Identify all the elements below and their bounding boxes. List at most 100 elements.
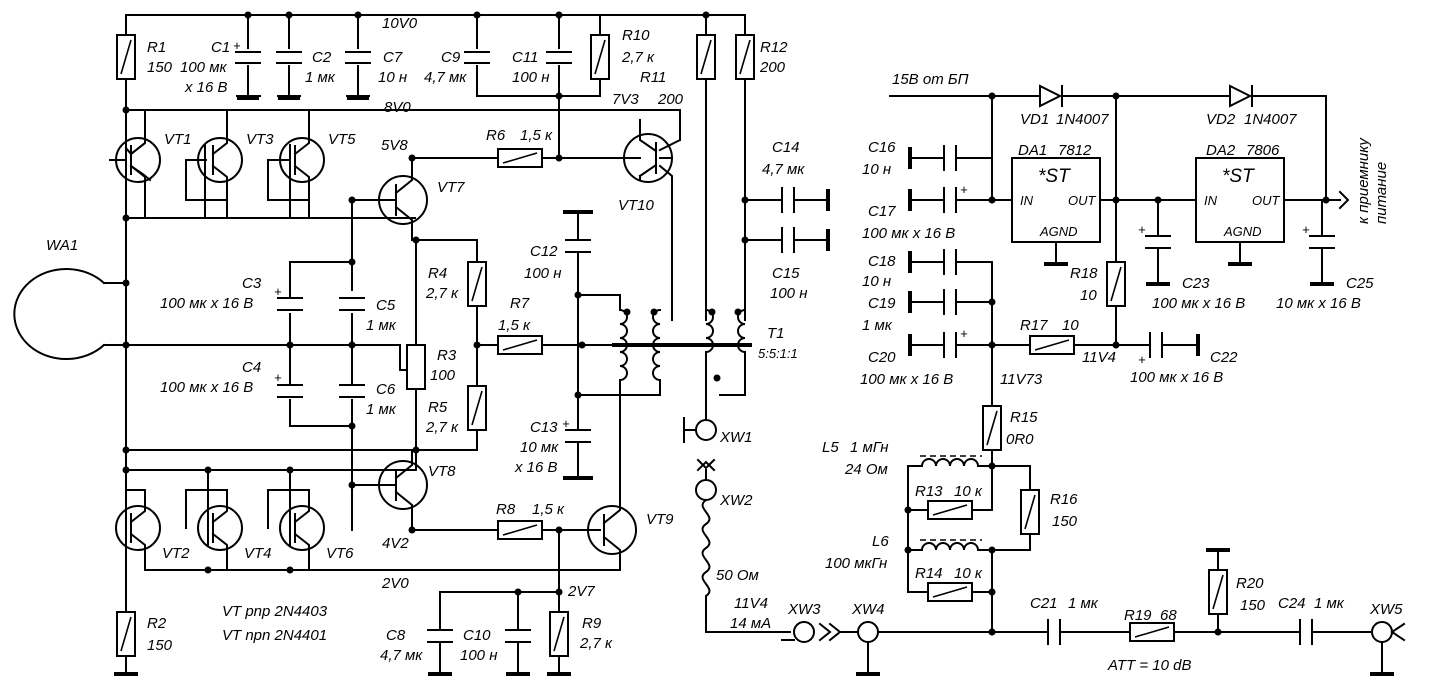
r16-value: 150 — [1052, 513, 1078, 530]
c24-ref: C24 — [1278, 595, 1306, 612]
c18-value: 10 н — [862, 273, 891, 290]
v5v8-label: 5V8 — [381, 137, 408, 154]
capacitor-c13: + — [562, 344, 593, 480]
att-label: ATT = 10 dB — [1107, 657, 1192, 674]
inductor-l6 — [920, 539, 982, 552]
vt2-6-wires — [125, 469, 416, 546]
vt3-ref: VT3 — [246, 131, 274, 148]
c15-value: 100 н — [770, 285, 807, 302]
capacitor-c24 — [1299, 619, 1313, 645]
to-receiver-label: к приемнику — [1355, 137, 1372, 224]
c5-ref: C5 — [376, 297, 396, 314]
diode-vd2 — [1229, 84, 1253, 108]
c8-c10-r9-wires — [439, 529, 560, 631]
r7-value: 1,5 к — [498, 317, 531, 334]
c13-rating: х 16 В — [514, 459, 558, 476]
r2-value: 150 — [147, 637, 173, 654]
c15-ref: C15 — [772, 265, 800, 282]
c6-value: 1 мк — [366, 401, 397, 418]
r5-value: 2,7 к — [425, 419, 459, 436]
xw1-ref: XW1 — [719, 429, 753, 446]
r8-ref: R8 — [496, 501, 516, 518]
inductor-l5 — [920, 455, 982, 468]
v2v0-label: 2V0 — [381, 575, 409, 592]
l5-ref: L5 — [822, 439, 839, 456]
t1-ref: T1 — [767, 325, 785, 342]
r19-value: 68 — [1160, 607, 1177, 624]
resistor-r16 — [1020, 489, 1040, 535]
c23-ref: C23 — [1182, 275, 1210, 292]
note-pnp: VT pnp 2N4403 — [222, 603, 328, 620]
c16-value: 10 н — [862, 161, 891, 178]
svg-text:+: + — [1302, 222, 1310, 237]
r2-ref: R2 — [147, 615, 167, 632]
c14-value: 4,7 мк — [762, 161, 805, 178]
resistor-r12 — [735, 34, 755, 80]
c10-ref: C10 — [463, 627, 491, 644]
connector-xw1 — [683, 417, 717, 443]
diode-vd1 — [1039, 84, 1063, 108]
xw2-ref: XW2 — [719, 492, 753, 509]
resistor-r10 — [590, 34, 610, 80]
r10-ref: R10 — [622, 27, 650, 44]
svg-text:+: + — [274, 370, 282, 385]
c12-ref: C12 — [530, 243, 558, 260]
resistor-r8 — [497, 520, 543, 540]
r7-ref: R7 — [510, 295, 530, 312]
connector-xw5 — [1370, 621, 1406, 676]
vt1-5-wires — [125, 109, 310, 219]
c22-value: 100 мк х 16 В — [1130, 369, 1223, 386]
bottom-rail — [125, 449, 621, 611]
da2-ref: DA2 — [1206, 142, 1236, 159]
r3-value: 100 — [430, 367, 456, 384]
da2-in: IN — [1204, 193, 1218, 208]
vd1-part: 1N4007 — [1056, 111, 1109, 128]
c11-ref: C11 — [512, 49, 538, 66]
c6-ref: C6 — [376, 381, 396, 398]
c14-ref: C14 — [772, 139, 800, 156]
v11v4-cable: 11V4 — [734, 595, 768, 612]
xw5-ref: XW5 — [1369, 601, 1403, 618]
svg-text:+: + — [274, 284, 282, 299]
xw4-ref: XW4 — [851, 601, 885, 618]
vd1-ref: VD1 — [1020, 111, 1049, 128]
left-cross-wires — [125, 217, 416, 451]
vt6-ref: VT6 — [326, 545, 354, 562]
r11-ref: R11 — [640, 69, 666, 86]
transistor-vt2 — [115, 489, 161, 571]
c1-ref: C1 — [211, 39, 230, 56]
c18-c20-wires — [909, 261, 1199, 461]
c2-ref: C2 — [312, 49, 332, 66]
resistor-r15 — [982, 405, 1002, 451]
r1-value: 150 — [147, 59, 173, 76]
c3-ref: C3 — [242, 275, 262, 292]
svg-text:+: + — [562, 416, 570, 431]
r4-value: 2,7 к — [425, 285, 459, 302]
l6-ref: L6 — [872, 533, 889, 550]
c1-rating: х 16 В — [184, 79, 228, 96]
coax-cable — [701, 498, 791, 633]
r17-value: 10 — [1062, 317, 1079, 334]
vt5-ref: VT5 — [328, 131, 356, 148]
r11-value: 200 — [657, 91, 684, 108]
transistor-vt4 — [197, 489, 243, 571]
r18-value: 10 — [1080, 287, 1097, 304]
capacitor-c18 — [908, 249, 957, 275]
vt-bases-top — [109, 144, 291, 219]
receiver-arrow — [1338, 190, 1350, 210]
c18-ref: C18 — [868, 253, 896, 270]
v8v0-label: 8V0 — [384, 99, 411, 116]
transistor-vt6 — [279, 489, 325, 571]
r4-ref: R4 — [428, 265, 447, 282]
c14-c15-wires — [744, 199, 829, 241]
c4-ref: C4 — [242, 359, 261, 376]
c22-ref: C22 — [1210, 349, 1238, 366]
capacitor-c8 — [427, 629, 453, 676]
r13-ref: R13 — [915, 483, 943, 500]
connector-xw2 — [695, 458, 717, 501]
r17-ref: R17 — [1020, 317, 1048, 334]
r1-ref: R1 — [147, 39, 166, 56]
r14-value: 10 к — [954, 565, 983, 582]
svg-text:+: + — [233, 38, 241, 53]
